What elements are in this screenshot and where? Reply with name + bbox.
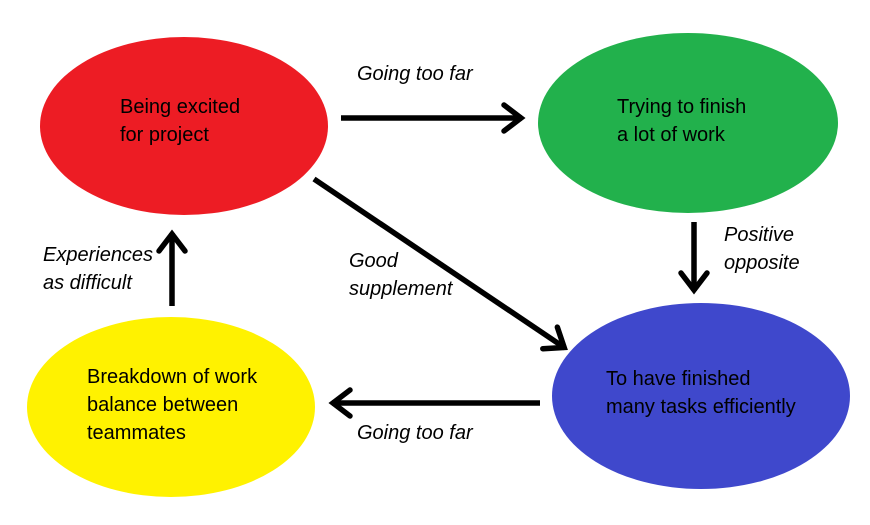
node-ellipse-trying-to-finish [538, 33, 838, 213]
node-label-line: a lot of work [617, 124, 725, 146]
arrow-excited-to-efficient [312, 176, 568, 352]
node-label-being-excited: Being excited for project [120, 93, 240, 149]
edge-label-good-supplement: Good supplement [349, 247, 452, 303]
edge-label-line: opposite [724, 252, 800, 274]
node-label-finished-efficiently: To have finished many tasks efficiently [606, 365, 796, 421]
edge-label-line: supplement [349, 278, 453, 300]
node-label-line: for project [120, 124, 209, 146]
node-label-trying-to-finish: Trying to finish a lot of work [617, 93, 746, 149]
edge-label-positive-opposite: Positive opposite [724, 221, 800, 277]
edge-label-line: as difficult [43, 272, 132, 294]
node-ellipse-finished-efficiently [552, 303, 850, 489]
node-label-line: To have finished [606, 368, 751, 390]
node-label-line: Trying to finish [617, 96, 747, 118]
edge-label-line: Positive [724, 224, 795, 246]
edge-label-going-too-far-bottom: Going too far [357, 422, 473, 444]
node-ellipse-breakdown-of-work [27, 317, 315, 497]
node-label-line: Being excited [120, 96, 241, 118]
node-label-line: Breakdown of work [87, 366, 258, 388]
edge-label-line: Experiences [43, 244, 154, 266]
node-label-line: teammates [87, 422, 186, 444]
node-label-line: many tasks efficiently [606, 396, 796, 418]
edge-label-going-too-far-top: Going too far [357, 63, 473, 85]
edge-label-line: Good [349, 250, 398, 272]
node-label-line: balance between [87, 394, 239, 416]
edge-label-experiences-as-difficult: Experiences as difficult [43, 241, 153, 297]
node-ellipse-being-excited [40, 37, 328, 215]
node-label-breakdown-of-work: Breakdown of work balance between teamma… [87, 363, 257, 447]
